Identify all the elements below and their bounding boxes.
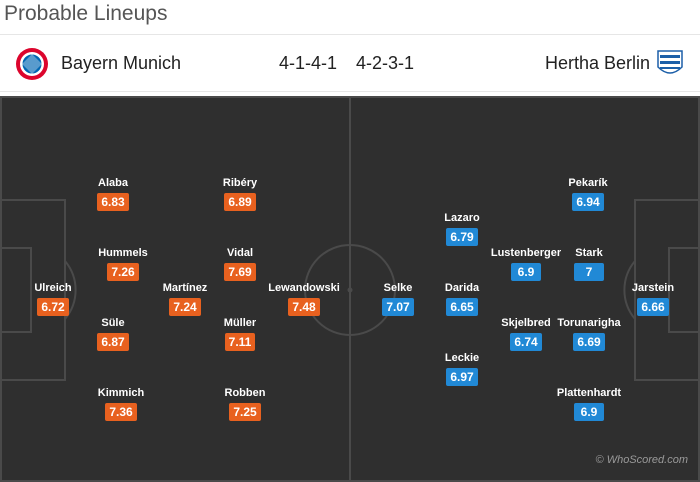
player-name: Vidal — [226, 247, 254, 259]
pitch-markings — [0, 96, 700, 482]
player-jarstein[interactable]: Jarstein 6.66 — [608, 281, 698, 316]
player-name: Skjelbred — [501, 317, 551, 329]
player-rating: 6.69 — [573, 333, 605, 351]
player-rating: 7.24 — [169, 298, 201, 316]
player-name: Pekarík — [568, 177, 608, 189]
player-hummels[interactable]: Hummels 7.26 — [78, 246, 168, 281]
player-rating: 6.94 — [572, 193, 604, 211]
player-name: Leckie — [444, 352, 480, 364]
player-name: Ulreich — [34, 282, 72, 294]
player-kimmich[interactable]: Kimmich 7.36 — [76, 386, 166, 421]
player-lewandowski[interactable]: Lewandowski 7.48 — [259, 281, 349, 316]
player-sule[interactable]: Süle 6.87 — [68, 316, 158, 351]
page-title: Probable Lineups — [4, 2, 168, 25]
teams-header: Bayern Munich 4-1-4-1 4-2-3-1 Hertha Ber… — [0, 34, 700, 92]
player-rating: 7.69 — [224, 263, 256, 281]
player-rating: 7 — [574, 263, 604, 281]
player-martinez[interactable]: Martínez 7.24 — [140, 281, 230, 316]
player-ribery[interactable]: Ribéry 6.89 — [195, 176, 285, 211]
player-rating: 7.48 — [288, 298, 320, 316]
watermark: © WhoScored.com — [595, 454, 688, 466]
player-name: Kimmich — [97, 387, 145, 399]
player-rating: 7.11 — [224, 333, 256, 351]
player-rating: 6.9 — [574, 403, 604, 421]
player-rating: 6.66 — [637, 298, 669, 316]
player-lazaro[interactable]: Lazaro 6.79 — [417, 211, 507, 246]
player-name: Süle — [101, 317, 125, 329]
player-rating: 6.83 — [97, 193, 129, 211]
player-plattenhardt[interactable]: Plattenhardt 6.9 — [544, 386, 634, 421]
player-rating: 7.26 — [107, 263, 139, 281]
pitch: Ulreich 6.72 Alaba 6.83 Hummels 7.26 Sül… — [0, 96, 700, 482]
player-darida[interactable]: Darida 6.65 — [417, 281, 507, 316]
player-vidal[interactable]: Vidal 7.69 — [195, 246, 285, 281]
player-name: Jarstein — [631, 282, 675, 294]
player-rating: 6.72 — [37, 298, 69, 316]
player-ulreich[interactable]: Ulreich 6.72 — [8, 281, 98, 316]
player-name: Alaba — [98, 177, 128, 189]
player-name: Müller — [223, 317, 257, 329]
player-stark[interactable]: Stark 7 — [544, 246, 634, 281]
player-pekarik[interactable]: Pekarík 6.94 — [543, 176, 633, 211]
player-name: Lustenberger — [490, 247, 562, 259]
player-rating: 7.25 — [229, 403, 261, 421]
away-team-name[interactable]: Hertha Berlin — [544, 53, 650, 73]
player-name: Lewandowski — [268, 282, 340, 294]
player-rating: 6.89 — [224, 193, 256, 211]
player-name: Hummels — [98, 247, 148, 259]
player-rating: 7.07 — [382, 298, 414, 316]
home-team-name[interactable]: Bayern Munich — [61, 53, 182, 73]
player-rating: 6.65 — [446, 298, 478, 316]
bayern-crest-icon — [16, 48, 48, 80]
player-rating: 6.74 — [510, 333, 542, 351]
player-alaba[interactable]: Alaba 6.83 — [68, 176, 158, 211]
player-rating: 6.87 — [97, 333, 129, 351]
player-name: Ribéry — [222, 177, 258, 189]
player-rating: 7.36 — [105, 403, 137, 421]
player-robben[interactable]: Robben 7.25 — [200, 386, 290, 421]
player-muller[interactable]: Müller 7.11 — [195, 316, 285, 351]
player-name: Martínez — [162, 282, 208, 294]
player-rating: 6.79 — [446, 228, 478, 246]
player-rating: 6.9 — [511, 263, 541, 281]
player-name: Darida — [444, 282, 480, 294]
player-name: Robben — [224, 387, 266, 399]
player-lustenberger[interactable]: Lustenberger 6.9 — [481, 246, 571, 281]
player-rating: 6.97 — [446, 368, 478, 386]
player-selke[interactable]: Selke 7.07 — [353, 281, 443, 316]
player-name: Selke — [383, 282, 413, 294]
away-formation: 4-2-3-1 — [356, 53, 415, 73]
player-skjelbred[interactable]: Skjelbred 6.74 — [481, 316, 571, 351]
player-name: Lazaro — [444, 212, 480, 224]
hertha-crest-icon — [657, 50, 683, 74]
player-name: Torunarigha — [557, 317, 621, 329]
player-name: Stark — [575, 247, 603, 259]
player-leckie[interactable]: Leckie 6.97 — [417, 351, 507, 386]
home-formation: 4-1-4-1 — [279, 53, 338, 73]
player-name: Plattenhardt — [556, 387, 622, 399]
player-torunarigha[interactable]: Torunarigha 6.69 — [544, 316, 634, 351]
